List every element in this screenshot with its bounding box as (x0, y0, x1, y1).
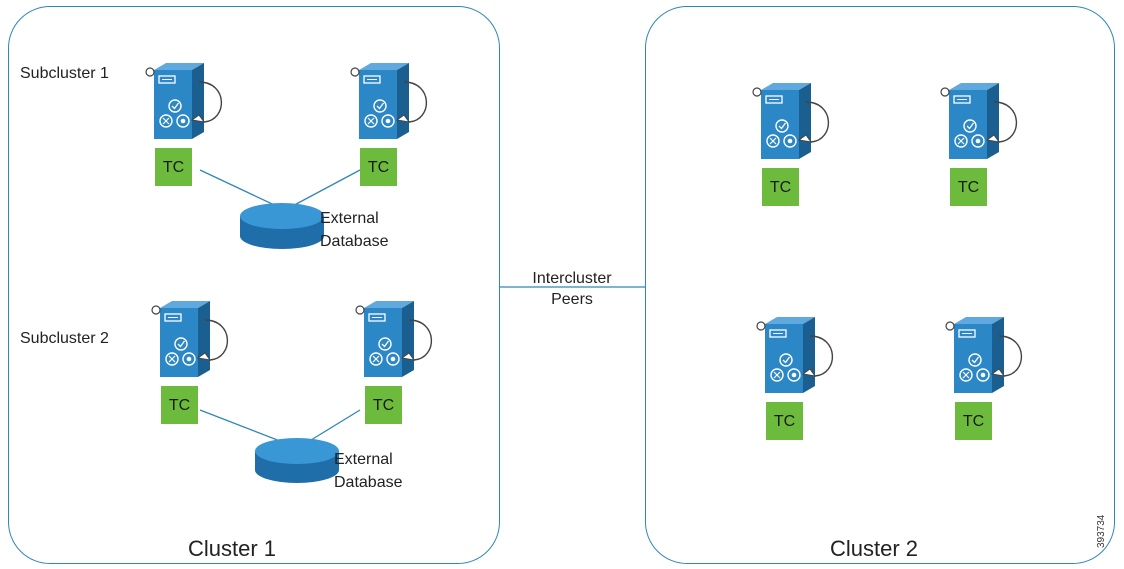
tc-label: TC (770, 179, 791, 196)
server-node: TC (755, 316, 841, 444)
database-2-label: External Database (334, 451, 403, 491)
cluster-1-title: Cluster 1 (188, 536, 277, 561)
tc-label: TC (774, 413, 795, 430)
server-node: TC (939, 82, 1025, 210)
cluster-2-frame (645, 6, 1115, 564)
tc-label: TC (963, 413, 984, 430)
subcluster-1-label: Subcluster 1 (20, 65, 109, 82)
server-icon: TC (145, 63, 223, 186)
server-icon: TC (350, 63, 428, 186)
server-node: TC (349, 62, 435, 190)
intercluster-peers-label: Intercluster Peers (532, 270, 612, 308)
cluster-2-title: Cluster 2 (830, 536, 919, 561)
sub1-link-left (199, 169, 286, 211)
database-1-label: External Database (320, 210, 389, 250)
server-icon: TC (151, 301, 229, 424)
tc-label: TC (163, 159, 184, 176)
sub1-link-right (284, 169, 361, 211)
database-icon-2 (255, 438, 339, 483)
subcluster-2-label: Subcluster 2 (20, 330, 109, 347)
cluster-1-frame (8, 6, 500, 564)
tc-label: TC (958, 179, 979, 196)
server-node: TC (144, 62, 230, 190)
server-icon: TC (940, 83, 1018, 206)
server-node: TC (354, 300, 440, 428)
figure-id: 393734 (1096, 514, 1107, 548)
server-icon: TC (756, 317, 834, 440)
server-icon: TC (355, 301, 433, 424)
server-node: TC (944, 316, 1030, 444)
server-node: TC (150, 300, 236, 428)
tc-label: TC (169, 397, 190, 414)
database-icon-1 (240, 203, 324, 249)
server-node: TC (751, 82, 837, 210)
tc-label: TC (368, 159, 389, 176)
server-icon: TC (945, 317, 1023, 440)
tc-label: TC (373, 397, 394, 414)
server-icon: TC (752, 83, 830, 206)
